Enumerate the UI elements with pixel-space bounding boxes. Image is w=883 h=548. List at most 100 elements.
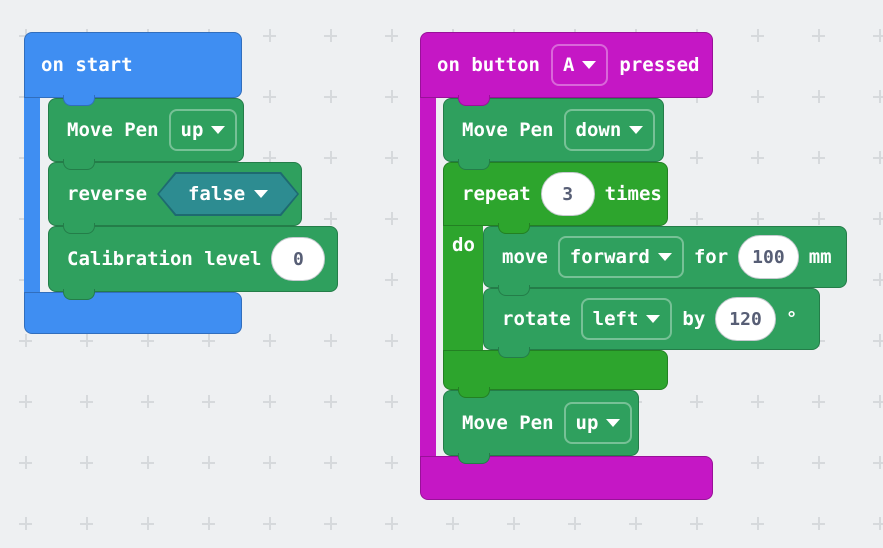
- grid-cross-icon: [263, 517, 276, 530]
- grid-cross-icon: [202, 456, 215, 469]
- dropdown-arrow-icon: [629, 126, 644, 134]
- rotate-block[interactable]: rotate left by 120 °: [483, 288, 820, 358]
- calibration-value-input[interactable]: 0: [271, 237, 326, 281]
- move-label: move: [502, 246, 548, 268]
- grid-cross-icon: [324, 517, 337, 530]
- calibration-label: Calibration level: [67, 248, 262, 270]
- move-pen-up-block-1[interactable]: Move Pen up: [48, 98, 244, 170]
- grid-cross-icon: [873, 273, 883, 286]
- grid-cross-icon: [385, 90, 398, 103]
- grid-cross-icon: [812, 517, 825, 530]
- move-direction-value: forward: [569, 246, 650, 268]
- repeat-prefix-label: repeat: [462, 183, 531, 205]
- move-unit-label: mm: [808, 246, 832, 268]
- grid-cross-icon: [751, 212, 764, 225]
- grid-cross-icon: [873, 395, 883, 408]
- pen-position-value: up: [180, 119, 204, 141]
- dropdown-arrow-icon: [254, 190, 268, 198]
- button-dropdown[interactable]: A: [550, 44, 609, 86]
- grid-cross-icon: [629, 517, 642, 530]
- grid-cross-icon: [324, 456, 337, 469]
- grid-cross-icon: [324, 29, 337, 42]
- grid-cross-icon: [751, 517, 764, 530]
- grid-cross-icon: [19, 334, 32, 347]
- grid-cross-icon: [385, 273, 398, 286]
- grid-cross-icon: [385, 29, 398, 42]
- grid-cross-icon: [141, 395, 154, 408]
- grid-cross-icon: [385, 456, 398, 469]
- rotate-label: rotate: [502, 308, 571, 330]
- grid-cross-icon: [812, 29, 825, 42]
- grid-cross-icon: [873, 334, 883, 347]
- grid-cross-icon: [263, 334, 276, 347]
- reverse-boolean-value: false: [187, 183, 246, 205]
- move-pen-down-block[interactable]: Move Pen down: [443, 98, 664, 170]
- grid-cross-icon: [568, 517, 581, 530]
- move-forward-block[interactable]: move forward for 100 mm: [483, 226, 847, 296]
- repeat-bottom-bar: [443, 350, 668, 398]
- grid-cross-icon: [324, 334, 337, 347]
- grid-cross-icon: [263, 90, 276, 103]
- repeat-count-input[interactable]: 3: [540, 172, 595, 216]
- grid-cross-icon: [690, 517, 703, 530]
- reverse-label: reverse: [67, 183, 148, 205]
- move-distance-value: 100: [752, 246, 785, 268]
- move-for-label: for: [693, 246, 729, 268]
- move-distance-input[interactable]: 100: [738, 235, 799, 279]
- grid-cross-icon: [263, 395, 276, 408]
- on-button-pressed-block[interactable]: on button A pressed: [420, 32, 713, 106]
- dropdown-arrow-icon: [657, 253, 672, 261]
- move-pen-up-block-2[interactable]: Move Pen up: [443, 390, 639, 464]
- grid-cross-icon: [873, 151, 883, 164]
- move-pen-label: Move Pen: [462, 412, 554, 434]
- grid-cross-icon: [751, 29, 764, 42]
- grid-cross-icon: [324, 90, 337, 103]
- rotate-direction-dropdown[interactable]: left: [580, 298, 673, 340]
- on-button-spine: [420, 96, 436, 456]
- grid-cross-icon: [690, 151, 703, 164]
- on-start-block[interactable]: on start: [24, 32, 242, 106]
- grid-cross-icon: [324, 395, 337, 408]
- grid-cross-icon: [873, 517, 883, 530]
- grid-cross-icon: [873, 212, 883, 225]
- grid-cross-icon: [80, 334, 93, 347]
- grid-cross-icon: [812, 90, 825, 103]
- grid-cross-icon: [812, 395, 825, 408]
- grid-cross-icon: [385, 334, 398, 347]
- grid-cross-icon: [873, 456, 883, 469]
- rotate-angle-input[interactable]: 120: [715, 297, 776, 341]
- dropdown-arrow-icon: [646, 315, 661, 323]
- repeat-suffix-label: times: [604, 183, 662, 205]
- grid-cross-icon: [812, 212, 825, 225]
- grid-cross-icon: [324, 212, 337, 225]
- pen-position-dropdown[interactable]: down: [563, 109, 656, 151]
- rotate-angle-value: 120: [729, 308, 762, 330]
- grid-cross-icon: [690, 395, 703, 408]
- move-direction-dropdown[interactable]: forward: [557, 236, 684, 278]
- grid-cross-icon: [324, 151, 337, 164]
- grid-cross-icon: [19, 456, 32, 469]
- repeat-times-block[interactable]: repeat 3 times: [443, 162, 668, 234]
- button-value: A: [562, 54, 575, 76]
- dropdown-arrow-icon: [211, 126, 226, 134]
- dropdown-arrow-icon: [606, 419, 621, 427]
- on-start-spine: [24, 96, 40, 294]
- move-pen-label: Move Pen: [462, 119, 554, 141]
- on-button-suffix-label: pressed: [619, 54, 700, 76]
- grid-cross-icon: [80, 517, 93, 530]
- repeat-do-label: do: [452, 234, 475, 256]
- grid-cross-icon: [80, 456, 93, 469]
- grid-cross-icon: [873, 29, 883, 42]
- pen-position-dropdown[interactable]: up: [563, 402, 633, 444]
- grid-cross-icon: [385, 395, 398, 408]
- on-start-label: on start: [41, 54, 133, 76]
- reverse-block[interactable]: reverse false: [48, 162, 302, 234]
- grid-cross-icon: [751, 151, 764, 164]
- pen-position-dropdown[interactable]: up: [168, 109, 238, 151]
- calibration-level-block[interactable]: Calibration level 0: [48, 226, 338, 300]
- grid-cross-icon: [263, 456, 276, 469]
- reverse-boolean-dropdown[interactable]: false: [157, 172, 299, 216]
- pen-position-value: up: [575, 412, 599, 434]
- grid-cross-icon: [812, 456, 825, 469]
